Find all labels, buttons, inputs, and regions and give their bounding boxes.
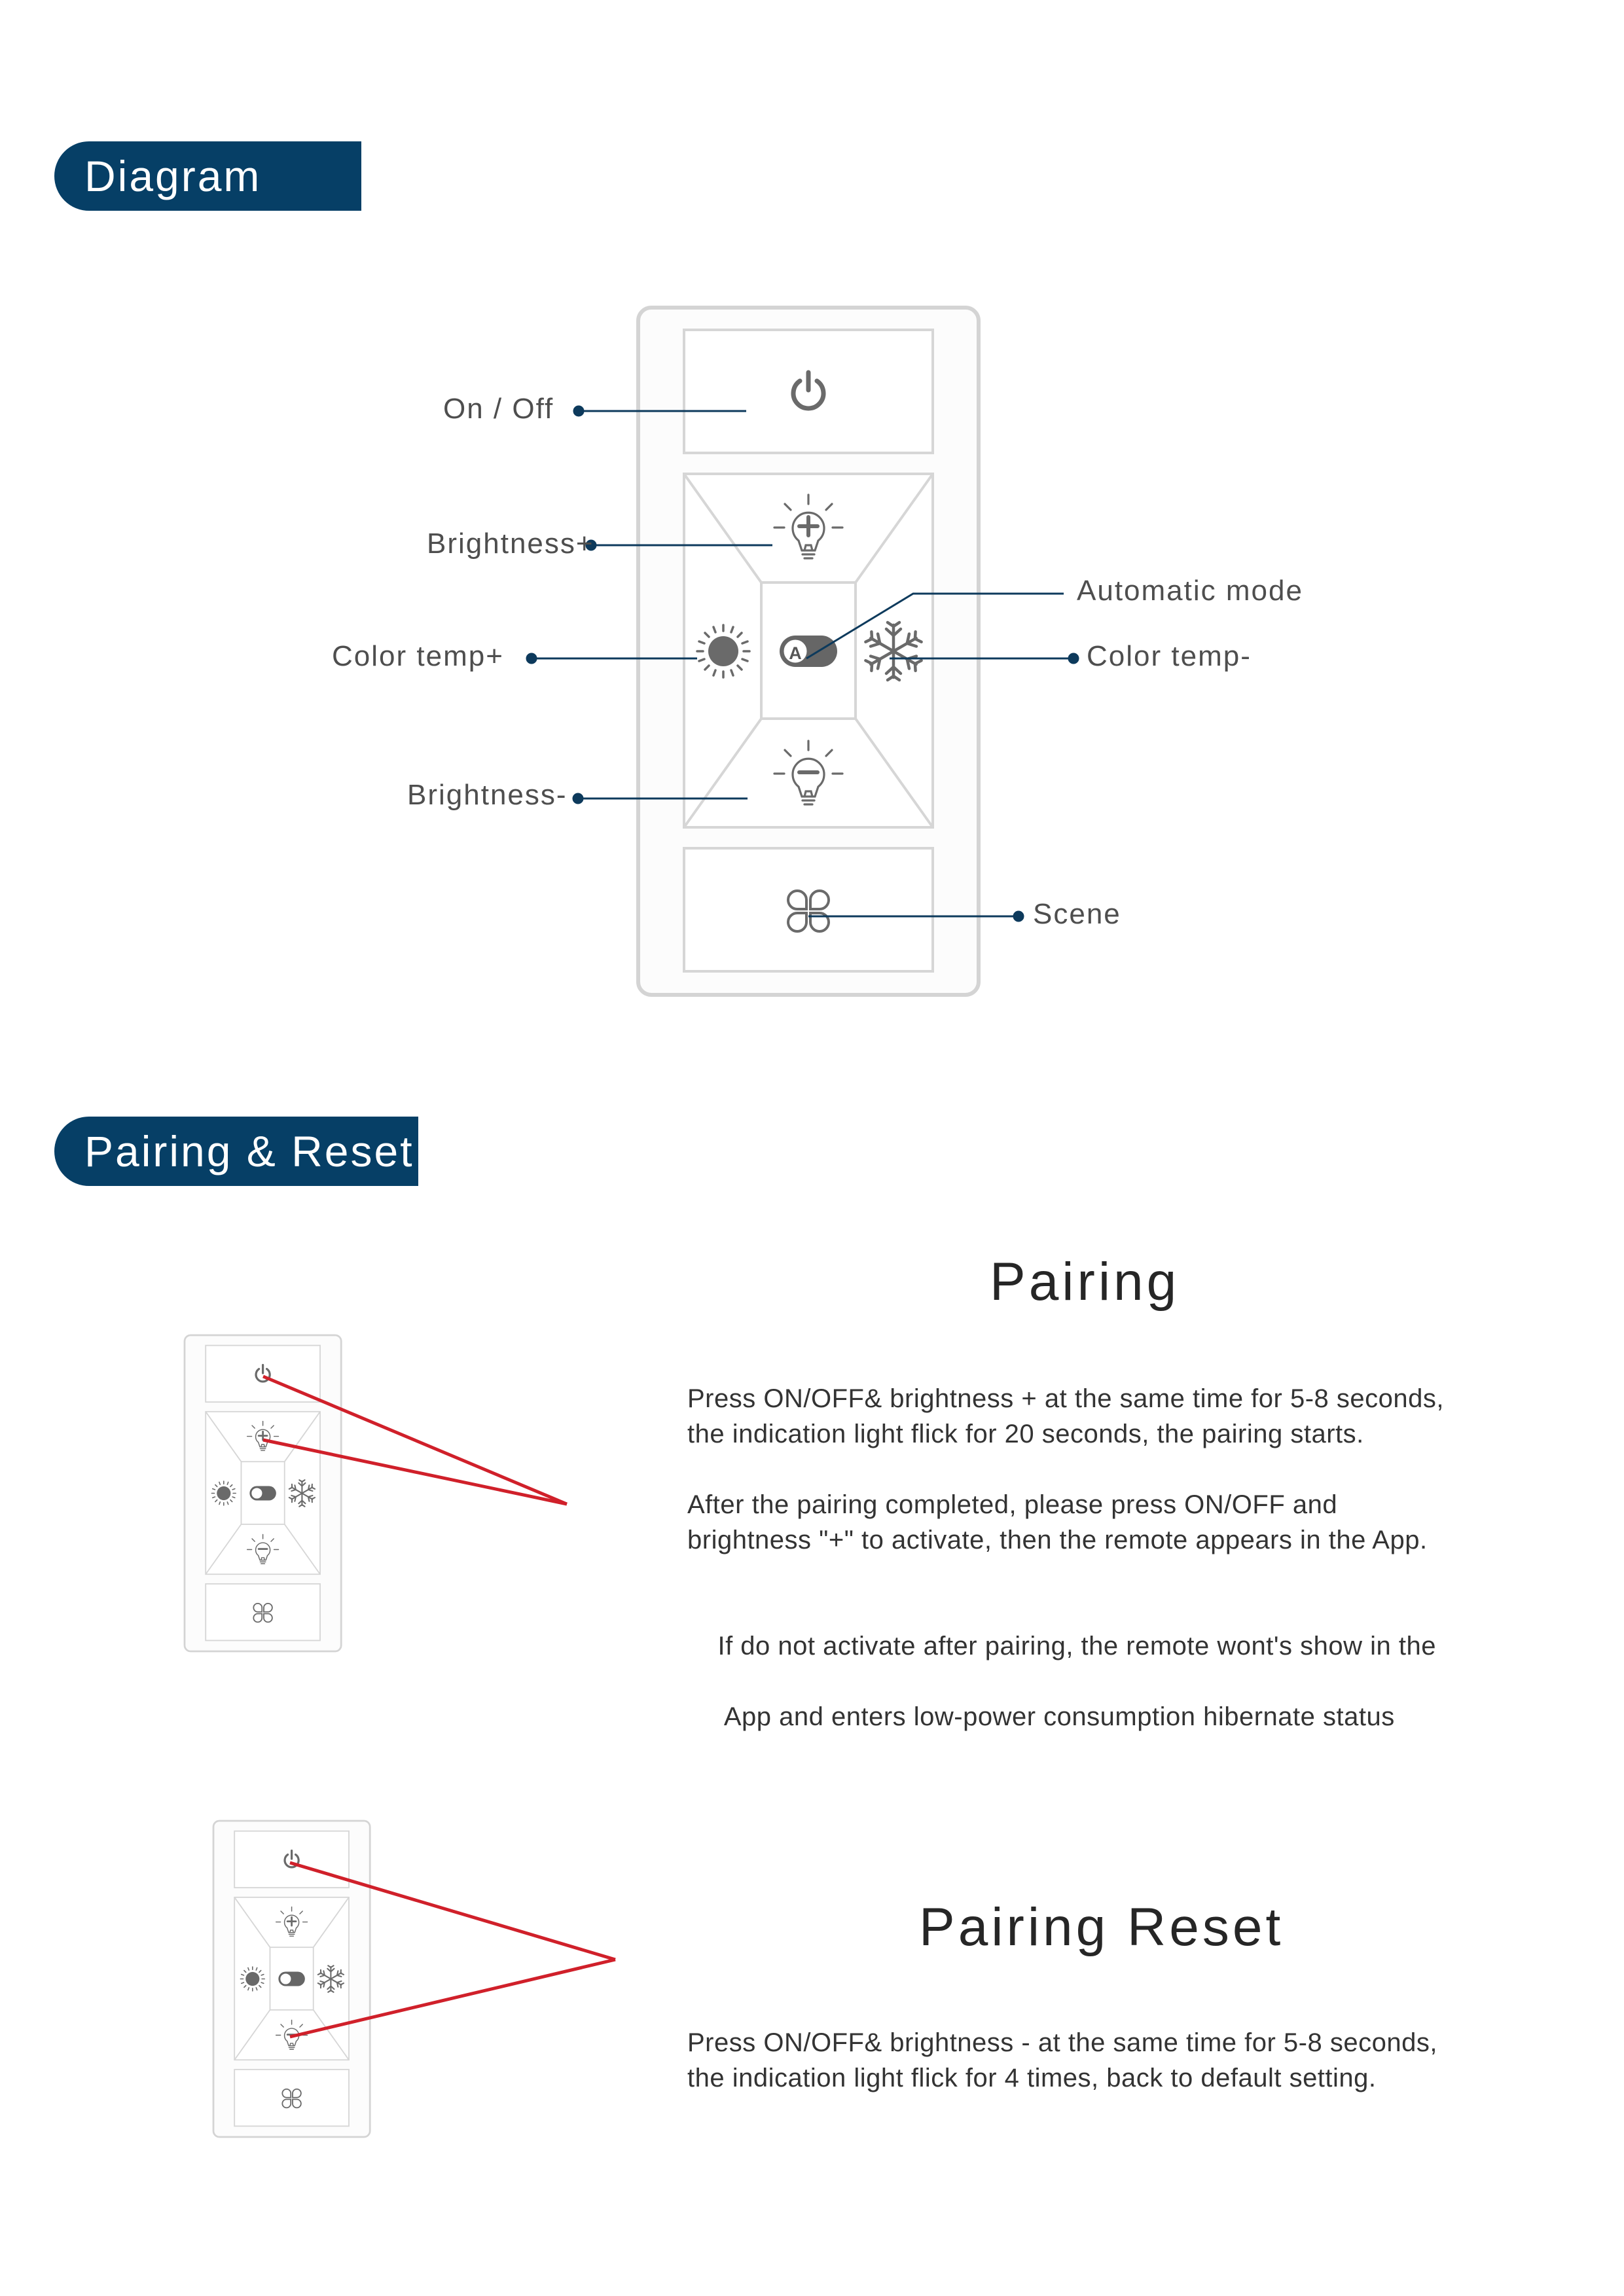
pairing-paragraph-3: If do not activate after pairing, the re… [687,1593,1444,1770]
text-line: If do not activate after pairing, the re… [717,1632,1436,1660]
power-icon [283,1849,300,1869]
sun-icon [240,1966,266,1992]
snowflake-icon [865,622,922,680]
pairing-reset-heading: Pairing Reset [919,1897,1284,1957]
callout-lines [526,405,1079,922]
scene-clover-icon [787,889,830,933]
brightness-plus-button[interactable] [774,495,842,558]
label-automatic-mode: Automatic mode [1077,575,1303,607]
auto-toggle-icon [778,634,839,668]
snowflake-icon [317,1965,344,1992]
sun-icon [211,1480,237,1506]
label-color-temp-plus: Color temp+ [332,640,504,672]
section-title: Pairing & Reset [84,1127,414,1175]
brightness-minus-button[interactable] [774,741,842,804]
bulb-minus-icon [247,1535,279,1564]
bulb-minus-icon [276,2020,308,2050]
text-line: Press ON/OFF& brightness + at the same t… [687,1384,1444,1413]
pairing-instructions: Press ON/OFF& brightness + at the same t… [687,1381,1444,1805]
power-button[interactable] [793,372,823,408]
text-line: brightness "+" to activate, then the rem… [687,1526,1428,1554]
color-temp-plus-button[interactable] [696,624,751,679]
auto-toggle-icon [278,1971,306,1987]
bulb-plus-icon [774,495,842,558]
pairing-paragraph-1: Press ON/OFF& brightness + at the same t… [687,1381,1444,1452]
bulb-minus-icon [774,741,842,804]
remote-reset-figure [212,1820,371,2138]
remote-control: A [638,308,979,995]
color-temp-minus-button[interactable] [865,622,922,680]
text-line: the indication light flick for 4 times, … [687,2064,1377,2092]
remote-pairing-figure [183,1334,342,1653]
automatic-mode-button[interactable]: A [778,634,839,668]
pairing-heading: Pairing [990,1252,1180,1312]
auto-toggle-icon [249,1485,277,1501]
section-tab-pairing-reset: Pairing & Reset [54,1117,418,1186]
text-line: After the pairing completed, please pres… [687,1490,1338,1519]
snowflake-icon [289,1480,315,1506]
section-tab-diagram: Diagram [54,141,361,211]
label-scene: Scene [1033,898,1121,930]
bulb-plus-icon [276,1907,308,1937]
pairing-reset-instructions: Press ON/OFF& brightness - at the same t… [687,2025,1437,2131]
auto-letter: A [789,643,802,663]
power-icon [793,372,823,408]
label-brightness-minus: Brightness- [407,779,568,811]
label-on-off: On / Off [443,393,554,425]
sun-icon [696,624,751,679]
text-line: App and enters low-power consumption hib… [717,1702,1395,1731]
scene-clover-icon [253,1602,273,1623]
scene-clover-icon [281,2088,302,2109]
label-brightness-plus: Brightness+ [427,528,594,560]
text-line: Press ON/OFF& brightness - at the same t… [687,2028,1437,2057]
section-title: Diagram [84,152,262,200]
bulb-plus-icon [247,1422,279,1451]
text-line: the indication light flick for 20 second… [687,1420,1364,1448]
reset-indicator-lines [289,1861,616,2039]
power-icon [255,1363,271,1383]
label-color-temp-minus: Color temp- [1087,640,1252,672]
reset-paragraph-1: Press ON/OFF& brightness - at the same t… [687,2025,1437,2096]
scene-button[interactable] [787,889,830,933]
pairing-indicator-lines [262,1374,568,1506]
pairing-paragraph-2: After the pairing completed, please pres… [687,1487,1444,1558]
